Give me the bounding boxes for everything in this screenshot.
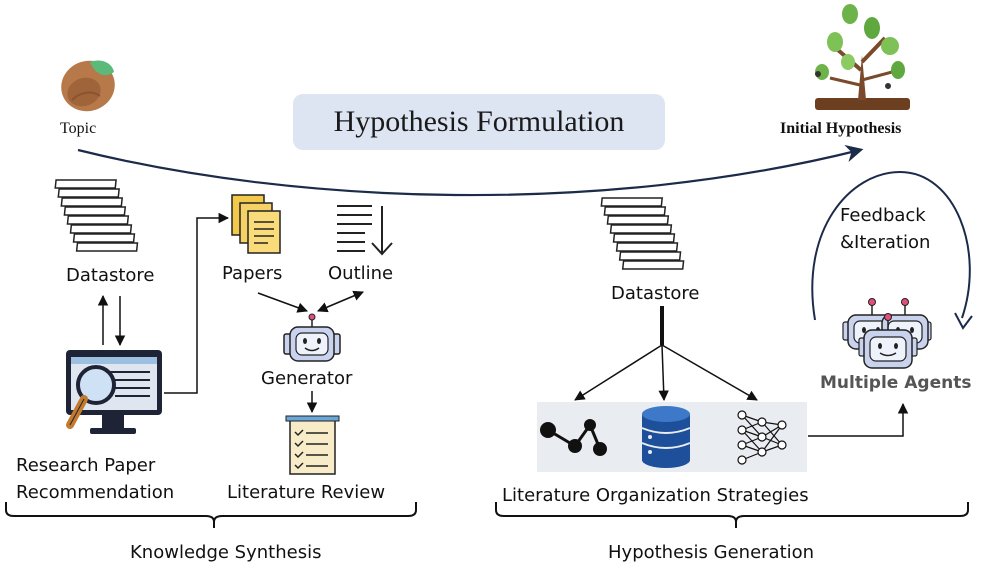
feedback-label-line1: Feedback (840, 205, 926, 226)
neural-network-icon (737, 410, 787, 465)
literature-review-icon (285, 415, 340, 475)
title-banner: Hypothesis Formulation (293, 94, 665, 150)
strategy-arrow-network (661, 344, 758, 401)
multiple-agents-label: Multiple Agents (820, 373, 972, 393)
datastore-stack-icon-right (600, 197, 685, 270)
feedback-label-line2: &Iteration (840, 232, 931, 253)
seed-icon (61, 60, 115, 112)
papers-to-generator-arrow (257, 292, 308, 313)
knowledge-synthesis-label: Knowledge Synthesis (130, 542, 322, 563)
recommendation-label-line2: Recommendation (16, 482, 175, 503)
strategy-arrow-database (658, 344, 669, 402)
initial-hypothesis-label: Initial Hypothesis (780, 120, 902, 137)
database-icon (641, 406, 691, 468)
tree-icon (815, 4, 910, 110)
outline-generator-arrow (317, 290, 364, 313)
recommendation-label-line1: Research Paper (16, 455, 156, 476)
strategies-label: Literature Organization Strategies (502, 485, 809, 506)
hypothesis-generation-label: Hypothesis Generation (608, 542, 815, 563)
datastore-stack-icon-left (54, 179, 139, 252)
monitor-to-papers-arrow (164, 212, 230, 394)
outline-label: Outline (328, 263, 394, 284)
literature-review-label: Literature Review (227, 482, 386, 503)
datastore-label-left: Datastore (66, 265, 155, 286)
multiple-agents-icon (842, 298, 932, 369)
feedback-loop-arrowhead (954, 312, 973, 330)
topic-label: Topic (60, 120, 97, 137)
papers-icon (231, 194, 281, 254)
generator-robot-icon (283, 313, 341, 362)
graph-icon (540, 419, 607, 456)
feedback-loop-curve (811, 170, 971, 321)
knowledge-synthesis-bracket (5, 502, 417, 528)
search-monitor-icon (66, 350, 162, 434)
strategies-to-agents-arrow (808, 402, 909, 437)
generator-label: Generator (261, 368, 353, 389)
page-title: Hypothesis Formulation (333, 105, 625, 138)
papers-label: Papers (222, 263, 283, 284)
outline-icon (337, 205, 393, 256)
topic-to-hypothesis-curve (77, 144, 864, 197)
strategy-arrow-graph (574, 344, 663, 401)
hypothesis-generation-bracket (495, 502, 969, 528)
datastore-label-right: Datastore (611, 283, 700, 304)
